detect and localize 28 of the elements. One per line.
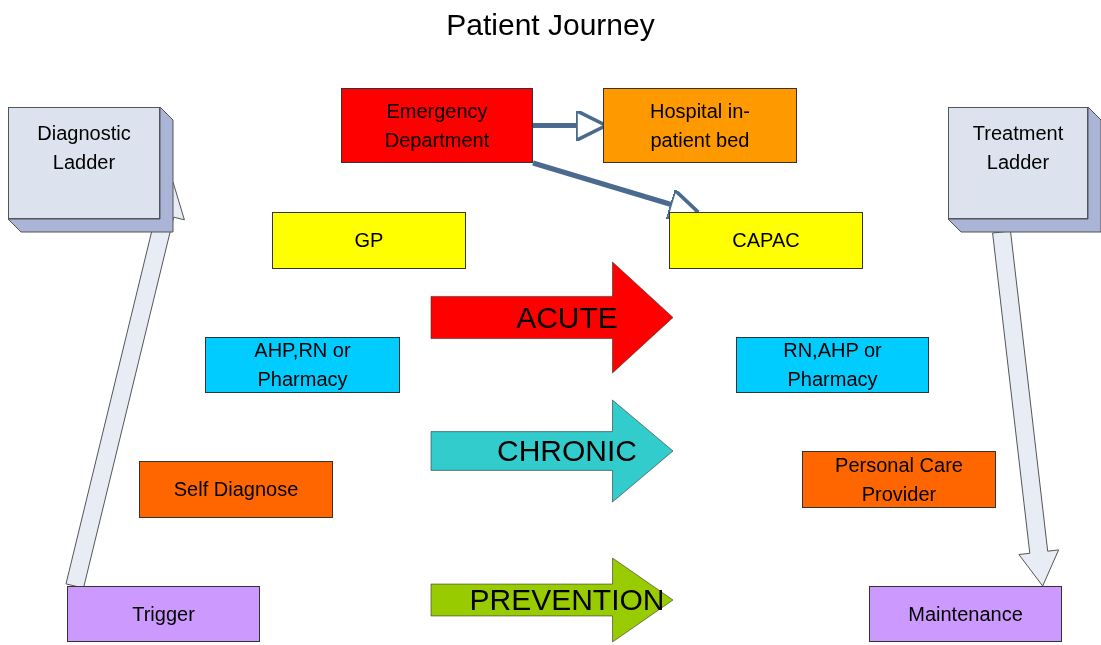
process-box (67, 586, 260, 642)
box-label: Personal Care Provider (834, 452, 964, 507)
box-label: Hospital in-patient bed (648, 98, 751, 153)
diagram-title: Patient Journey (446, 8, 655, 42)
box-label: Emergency Department (383, 98, 491, 153)
box-label: Diagnostic Ladder (36, 120, 132, 175)
process-box (869, 586, 1062, 642)
process-box (139, 461, 333, 518)
box-label: Trigger (132, 601, 195, 627)
box-label: Self Diagnose (173, 477, 299, 502)
box-label: GP (354, 228, 384, 253)
box-label: CAPAC (732, 228, 800, 253)
arrow-label: ACUTE (516, 300, 618, 335)
process-box (603, 88, 797, 163)
arrow-label: CHRONIC (497, 434, 637, 468)
box-label: AHP,RN or Pharmacy (253, 338, 352, 392)
process-box (341, 88, 533, 163)
arrow-label: PREVENTION (469, 583, 665, 617)
process-box (272, 212, 466, 269)
process-box (669, 212, 863, 269)
box-label: Treatment Ladder (971, 120, 1065, 175)
box-label: Maintenance (908, 601, 1023, 627)
arrow (532, 160, 701, 221)
process-box (205, 337, 400, 393)
process-box (736, 337, 929, 393)
process-box (802, 451, 996, 508)
box-label: RN,AHP or Pharmacy (782, 338, 883, 392)
block-arrow (992, 230, 1060, 587)
